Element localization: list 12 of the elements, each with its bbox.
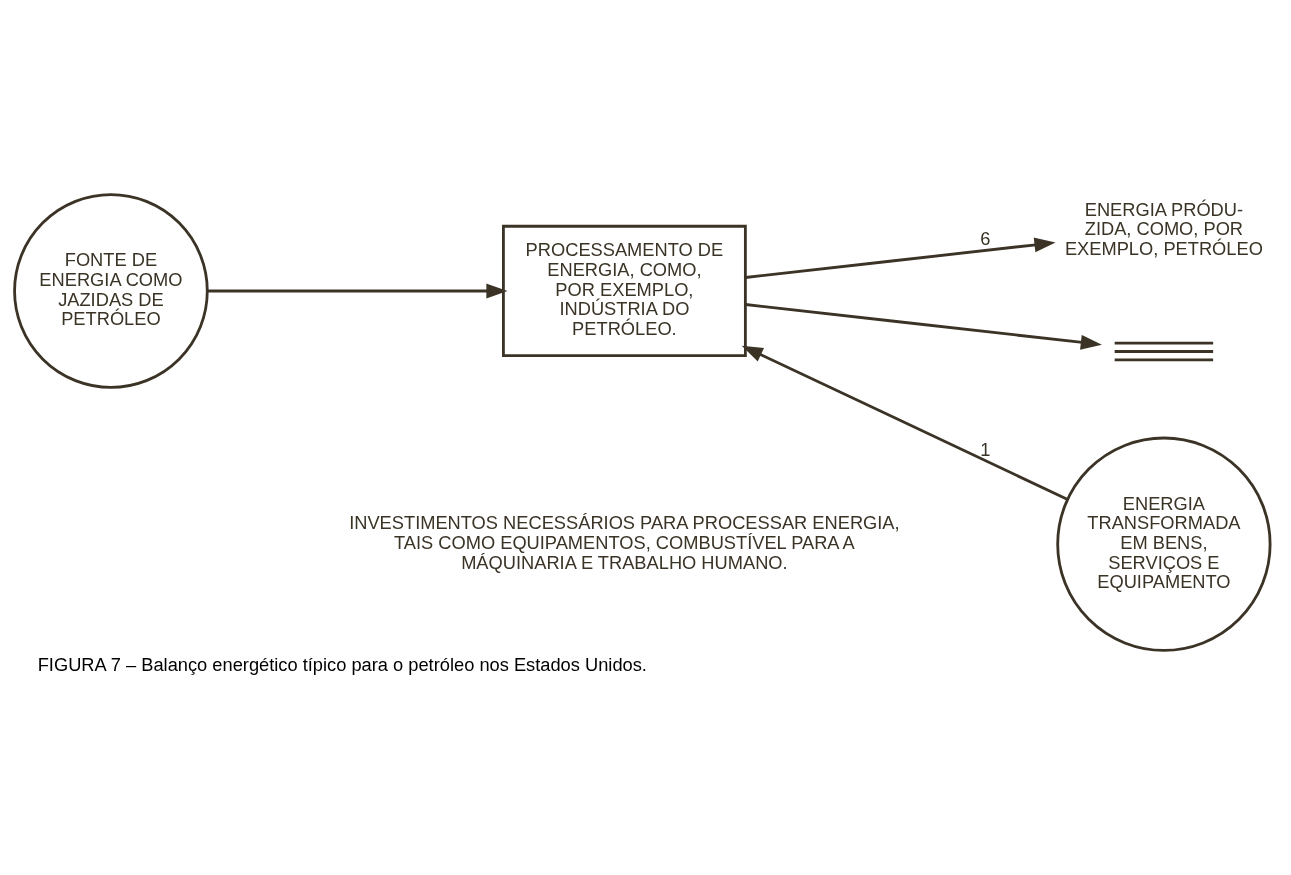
node-box: PROCESSAMENTO DE ENERGIA, COMO, POR EXEMPLO, INDÚSTRIA DO PETRÓLEO. [502,224,747,357]
node-circle: ENERGIA TRANSFORMADA EM BENS, SERVIÇOS E EQUIPAMENTO [1056,436,1272,652]
arrow [745,302,1102,350]
node-text: ENERGIA PRÓDU- ZIDA, COMO, POR EXEMPLO, PETRÓLEO [1064,198,1263,259]
label: INVESTIMENTOS NECESSÁRIOS PARA PROCESSAR ENERGIA, TAIS COMO EQUIPAMENTOS, COMBUSTÍVEL PARA A MÁQUINARIA E TRABALHO HUMANO. [349,511,900,573]
edge-label: 6 [980,227,991,249]
arrow [741,345,1068,501]
arrow [745,237,1056,279]
edge-label: 1 [980,438,991,460]
caption: FIGURA 7 – Balanço energético típico para o petróleo nos Estados Unidos. [37,653,647,675]
node-circle: FONTE DE ENERGIA COMO JAZIDAS DE PETRÓLEO [13,192,209,389]
arrow [207,283,508,298]
